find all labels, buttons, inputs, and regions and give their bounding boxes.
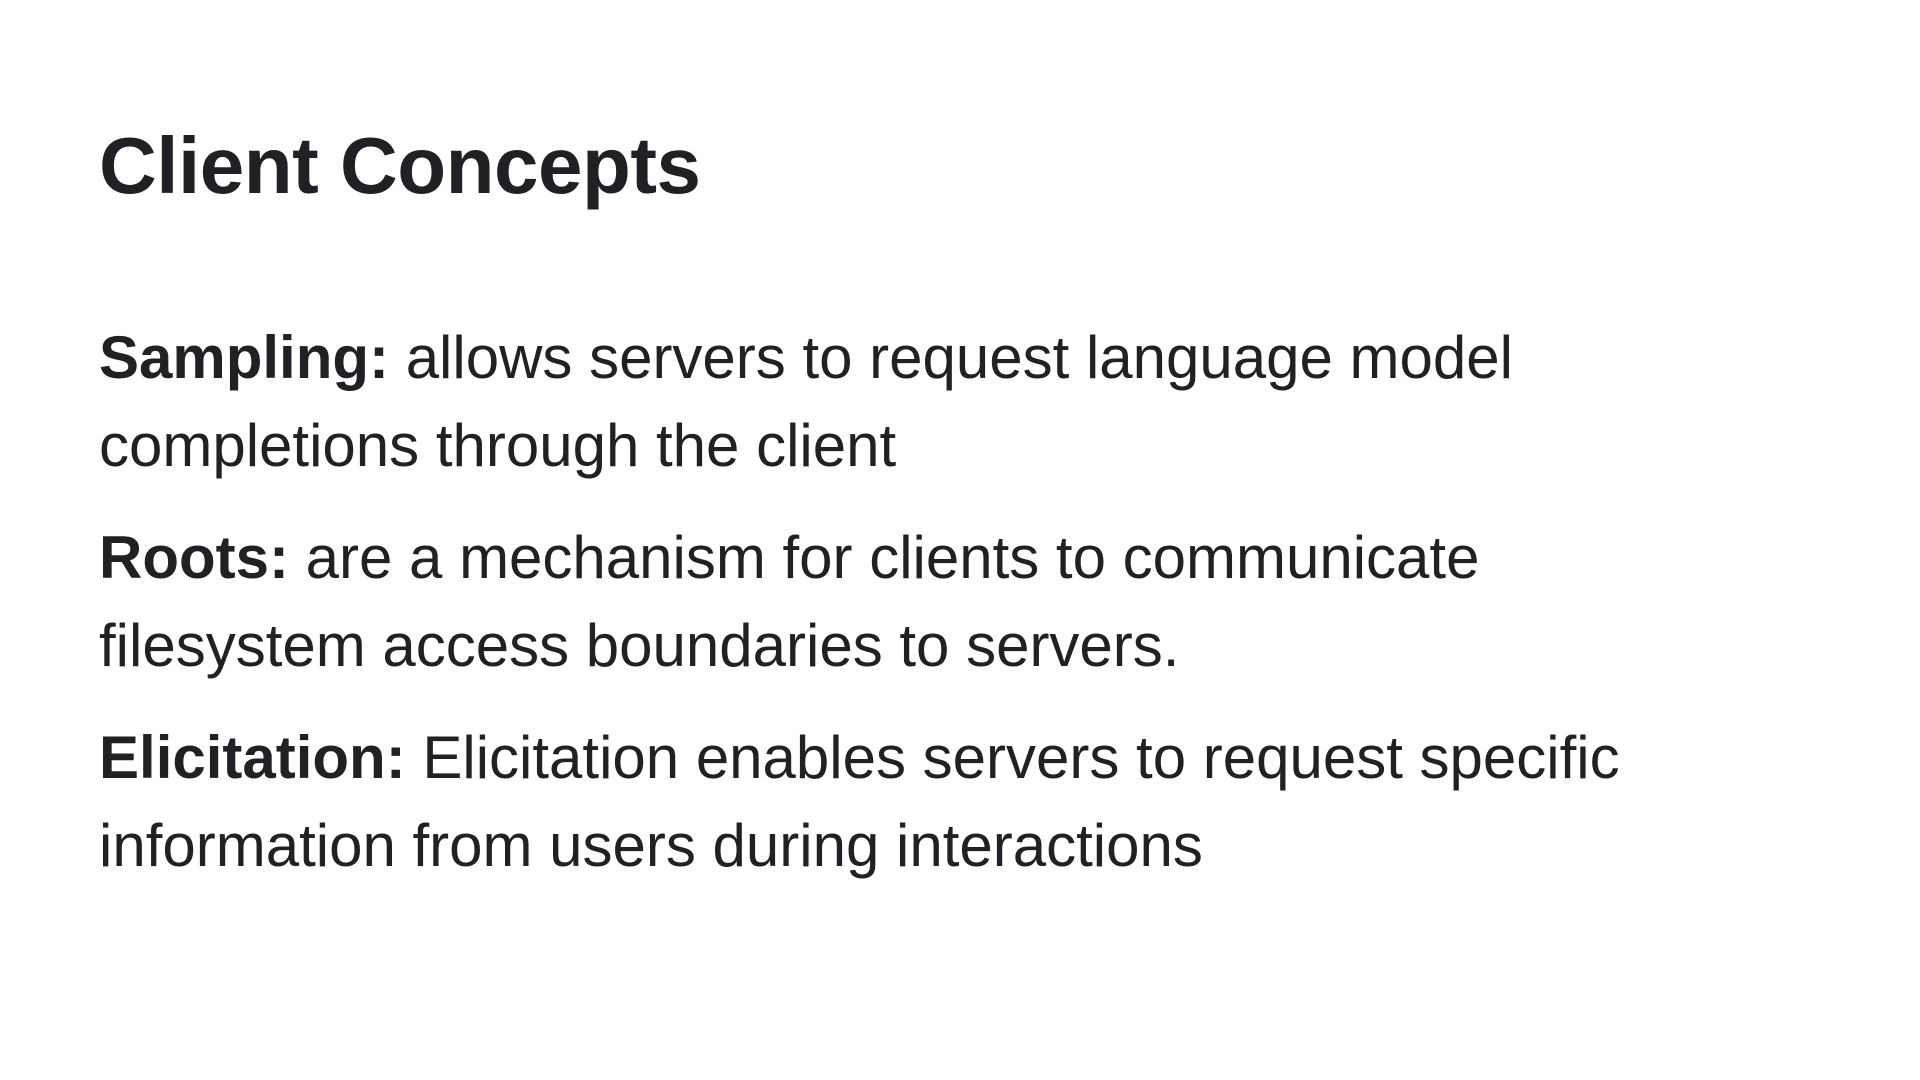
concept-term: Roots: (99, 524, 289, 591)
concept-list: Sampling: allows servers to request lang… (99, 314, 1659, 914)
concept-description: allows servers to request language model… (99, 324, 1513, 479)
concept-sampling: Sampling: allows servers to request lang… (99, 314, 1659, 490)
concept-term: Sampling: (99, 324, 390, 391)
concept-description: Elicitation enables servers to request s… (99, 724, 1620, 879)
concept-description: are a mechanism for clients to communica… (99, 524, 1480, 679)
concept-elicitation: Elicitation: Elicitation enables servers… (99, 714, 1659, 890)
slide-title: Client Concepts (99, 121, 701, 210)
concept-term: Elicitation: (99, 724, 406, 791)
concept-roots: Roots: are a mechanism for clients to co… (99, 514, 1659, 690)
